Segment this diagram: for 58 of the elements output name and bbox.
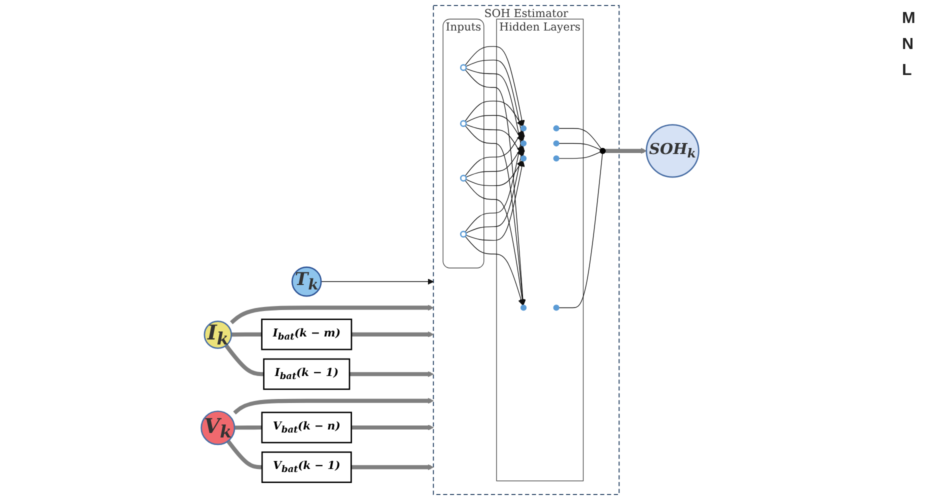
dimension-label: N: [902, 36, 915, 54]
node-circle: [553, 125, 560, 132]
node-box: I$_{bat}$(k − 1): [263, 358, 350, 390]
node-circle: [520, 155, 527, 162]
arrow: [351, 424, 434, 430]
arrow: [351, 464, 434, 470]
arrow: [466, 124, 522, 156]
arrow: [230, 304, 434, 324]
arrow: [464, 125, 526, 306]
arrow: [464, 130, 525, 232]
node-circle: [460, 174, 467, 182]
node-circle: SOH$_{k}$: [646, 124, 700, 178]
arrow: [464, 69, 526, 306]
node-circle: [553, 304, 560, 311]
arrow: [464, 130, 522, 176]
arrow: [605, 148, 647, 154]
arrow: [464, 236, 524, 306]
node-circle: [520, 125, 527, 132]
node-circle: [460, 230, 467, 238]
cluster: Hidden Layers: [496, 18, 584, 482]
dimension-label: M: [902, 10, 916, 28]
arrow: [464, 180, 526, 306]
arrow: [466, 160, 522, 186]
arrow: [351, 331, 434, 338]
arrow: [466, 160, 525, 241]
node-circle: [553, 155, 560, 162]
arrow: [466, 60, 525, 141]
arrow: [466, 68, 525, 156]
dimension-label: L: [902, 62, 913, 80]
node-circle: [600, 148, 606, 154]
connector: [558, 143, 601, 150]
arrow: [466, 146, 525, 234]
arrow: [464, 100, 522, 126]
connector: [224, 344, 264, 376]
connector: [226, 440, 262, 470]
node-circle: T$_{k}$: [291, 266, 322, 297]
arrow: [233, 398, 434, 415]
node-circle: [460, 64, 467, 71]
arrow: [466, 145, 522, 178]
node-circle: I$_{k}$: [204, 320, 232, 349]
arrow: [320, 278, 434, 285]
connector: [234, 425, 262, 430]
node-circle: [460, 120, 467, 127]
node-circle: [520, 304, 527, 311]
connector: [558, 152, 601, 159]
node-box: V$_{bat}$(k − 1): [261, 451, 352, 483]
node-circle: [520, 140, 527, 146]
arrow: [464, 46, 525, 126]
node-box: I$_{bat}$(k − m): [261, 318, 352, 350]
node-circle: V$_{k}$: [200, 410, 236, 446]
node-circle: [553, 140, 560, 146]
arrow: [466, 115, 522, 142]
connector: [558, 153, 603, 308]
connector: [558, 128, 602, 150]
cluster: Inputs: [442, 18, 484, 268]
connector: [231, 332, 262, 337]
arrow: [349, 371, 434, 378]
node-box: V$_{bat}$(k − n): [261, 412, 352, 444]
